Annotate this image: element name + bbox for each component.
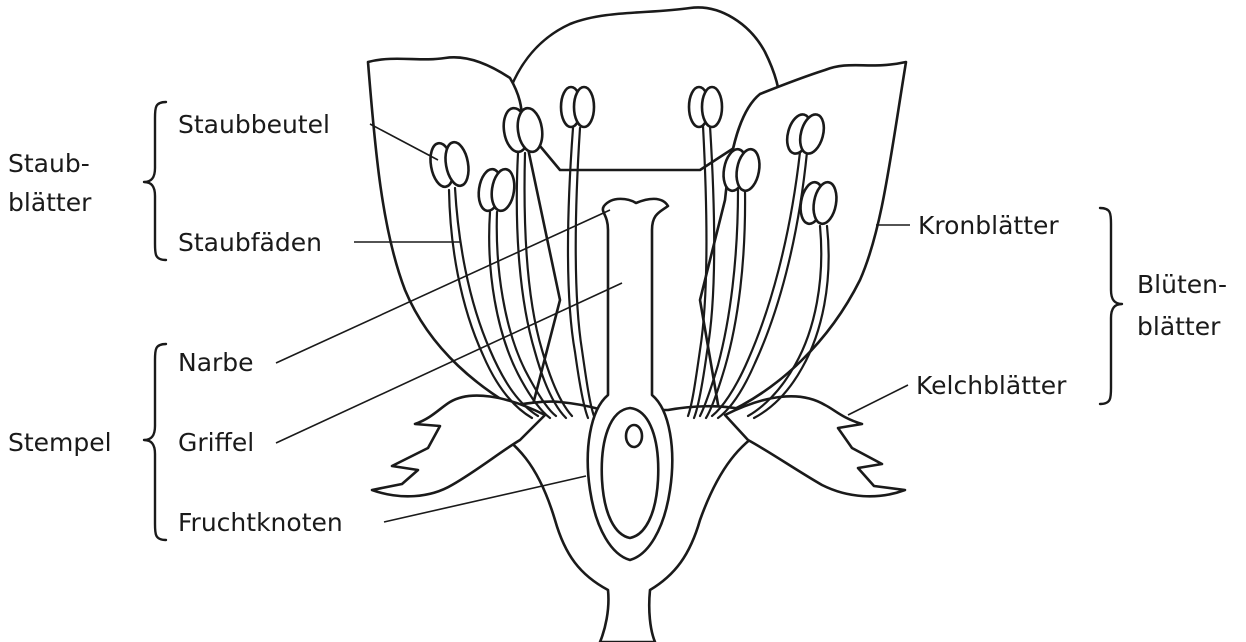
label-staubbeutel: Staubbeutel xyxy=(178,110,330,139)
label-staubblaetter-line1: Staub- xyxy=(8,149,90,178)
label-stempel: Stempel xyxy=(8,428,112,457)
label-staubblaetter-line2: blätter xyxy=(8,188,92,217)
label-narbe: Narbe xyxy=(178,348,254,377)
right-sepal xyxy=(725,396,905,496)
label-kronblaetter: Kronblätter xyxy=(918,211,1059,240)
brace-bluetenblaetter xyxy=(1100,208,1122,404)
label-fruchtknoten: Fruchtknoten xyxy=(178,508,343,537)
ovule xyxy=(626,425,642,447)
flower-illustration xyxy=(368,7,906,642)
label-bluetenblaetter-line2: blätter xyxy=(1137,312,1221,341)
label-bluetenblaetter-line1: Blüten- xyxy=(1137,270,1227,299)
leader-kelchblaetter xyxy=(848,385,908,415)
label-staubfaeden: Staubfäden xyxy=(178,228,322,257)
label-kelchblaetter: Kelchblätter xyxy=(916,371,1067,400)
brace-stempel xyxy=(144,344,166,540)
label-griffel: Griffel xyxy=(178,428,254,457)
brace-staubblaetter xyxy=(144,102,166,260)
pistil xyxy=(588,199,673,560)
